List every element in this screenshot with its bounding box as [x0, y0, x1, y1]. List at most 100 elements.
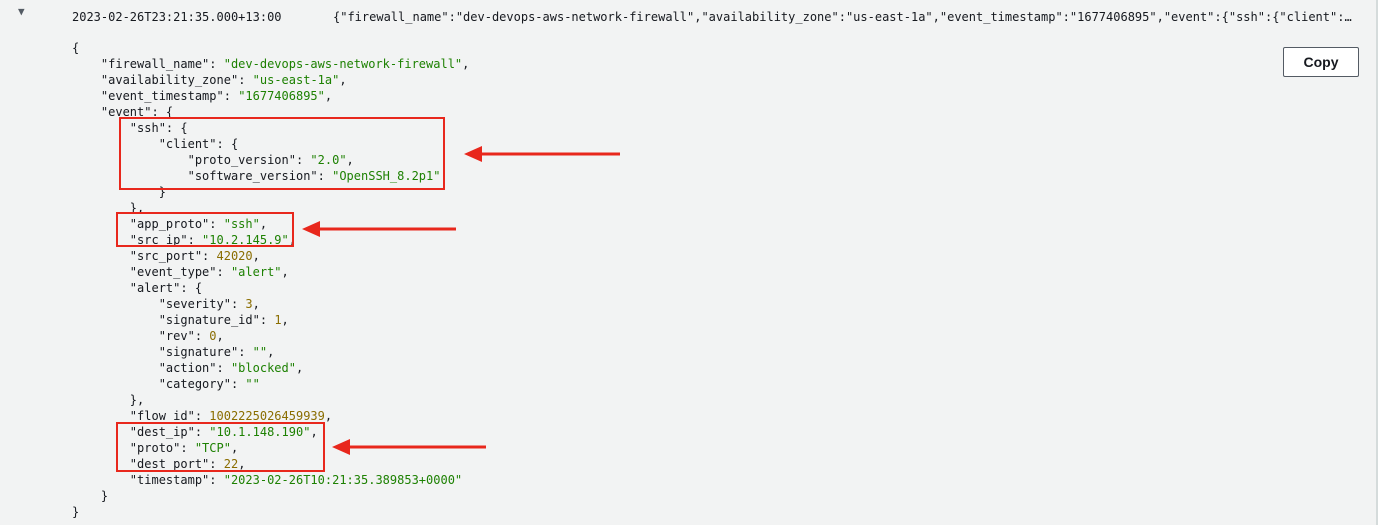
- json-punctuation: [72, 73, 101, 87]
- json-punctuation: [72, 249, 130, 263]
- json-punctuation: ,: [346, 153, 354, 167]
- json-line: "category": "": [72, 376, 469, 392]
- highlight-box-ssh: [119, 117, 445, 190]
- json-punctuation: :: [230, 297, 246, 311]
- json-line: "rev": 0,: [72, 328, 469, 344]
- json-line: },: [72, 392, 469, 408]
- json-key: "event_timestamp": [100, 89, 224, 103]
- caret-down-icon[interactable]: ▼: [18, 5, 25, 18]
- json-punctuation: :: [259, 313, 275, 327]
- json-punctuation: :: [223, 89, 239, 103]
- json-string-value: "alert": [230, 265, 282, 279]
- json-key: "src_port": [129, 249, 203, 263]
- json-string-value: "dev-devops-aws-network-firewall": [223, 57, 463, 71]
- json-punctuation: [72, 409, 130, 423]
- json-punctuation: :: [194, 425, 210, 439]
- json-line: }: [72, 184, 469, 200]
- json-number-value: 22: [223, 457, 239, 471]
- json-line: "dest_ip": "10.1.148.190",: [72, 424, 469, 440]
- json-punctuation: :: [209, 457, 224, 471]
- json-punctuation: :: [230, 377, 246, 391]
- json-string-value: "2023-02-26T10:21:35.389853+0000": [223, 473, 463, 487]
- json-punctuation: : {: [180, 281, 203, 295]
- json-line: "signature": "",: [72, 344, 469, 360]
- json-key: "rev": [158, 329, 195, 343]
- json-punctuation: :: [216, 361, 231, 375]
- json-string-value: "ssh": [223, 217, 260, 231]
- json-number-value: 1: [274, 313, 282, 327]
- json-key: "signature": [158, 345, 239, 359]
- json-punctuation: ,: [324, 89, 333, 103]
- json-key: "software_version": [187, 169, 318, 183]
- arrow-icon-ssh: [464, 146, 620, 162]
- copy-button[interactable]: Copy: [1283, 47, 1359, 77]
- json-key: "severity": [158, 297, 231, 311]
- json-punctuation: }: [72, 489, 109, 503]
- json-line: "signature_id": 1,: [72, 312, 469, 328]
- json-key: "firewall_name": [100, 57, 210, 71]
- json-line: },: [72, 200, 469, 216]
- json-line: "severity": 3,: [72, 296, 469, 312]
- json-line: }: [72, 504, 469, 520]
- json-punctuation: },: [72, 393, 145, 407]
- json-punctuation: }: [72, 505, 80, 519]
- log-message-preview: {"firewall_name":"dev-devops-aws-network…: [333, 10, 1352, 24]
- json-key: "client": [158, 137, 217, 151]
- highlight-box-dest: [116, 422, 325, 472]
- json-punctuation: :: [238, 345, 253, 359]
- json-punctuation: [72, 313, 159, 327]
- json-line: "app_proto": "ssh",: [72, 216, 469, 232]
- json-string-value: "10.2.145.9": [202, 233, 289, 247]
- json-punctuation: [72, 473, 130, 487]
- json-number-value: 3: [245, 297, 253, 311]
- json-key: "alert": [129, 281, 181, 295]
- json-line: "timestamp": "2023-02-26T10:21:35.389853…: [72, 472, 469, 488]
- json-punctuation: ,: [252, 249, 260, 263]
- json-key: "app_proto": [129, 217, 210, 231]
- arrow-icon-dest: [332, 439, 486, 455]
- json-punctuation: ,: [267, 345, 275, 359]
- json-punctuation: {: [72, 41, 80, 55]
- json-punctuation: :: [194, 329, 210, 343]
- json-punctuation: : {: [216, 137, 239, 151]
- log-timestamp: 2023-02-26T23:21:35.000+13:00: [72, 10, 282, 24]
- json-key: "availability_zone": [100, 73, 239, 87]
- json-punctuation: ,: [462, 57, 470, 71]
- json-line: "ssh": {: [72, 120, 469, 136]
- json-line: "event": {: [72, 104, 469, 120]
- json-punctuation: [72, 345, 159, 359]
- json-line: "event_timestamp": "1677406895",: [72, 88, 469, 104]
- json-punctuation: :: [202, 249, 217, 263]
- json-line: "action": "blocked",: [72, 360, 469, 376]
- json-punctuation: :: [209, 473, 224, 487]
- json-punctuation: ,: [310, 425, 318, 439]
- json-line: "src_port": 42020,: [72, 248, 469, 264]
- json-punctuation: :: [209, 57, 224, 71]
- json-punctuation: [72, 377, 159, 391]
- json-string-value: "TCP": [194, 441, 231, 455]
- json-key: "action": [158, 361, 217, 375]
- json-punctuation: [72, 281, 130, 295]
- json-line: "proto": "TCP",: [72, 440, 469, 456]
- json-number-value: 0: [209, 329, 217, 343]
- json-punctuation: ,: [324, 409, 333, 423]
- json-punctuation: },: [72, 201, 145, 215]
- json-string-value: "us-east-1a": [252, 73, 340, 87]
- json-punctuation: }: [72, 185, 166, 199]
- json-punctuation: [72, 329, 159, 343]
- json-line: "alert": {: [72, 280, 469, 296]
- json-key: "ssh": [129, 121, 166, 135]
- json-punctuation: ,: [295, 361, 304, 375]
- json-line: "client": {: [72, 136, 469, 152]
- json-punctuation: :: [317, 169, 333, 183]
- json-punctuation: [72, 297, 159, 311]
- json-punctuation: ,: [339, 73, 347, 87]
- log-event-row[interactable]: ▼ 2023-02-26T23:21:35.000+13:00 {"firewa…: [0, 0, 1378, 36]
- json-line: }: [72, 488, 469, 504]
- json-punctuation: ,: [259, 217, 268, 231]
- json-key: "event_type": [129, 265, 217, 279]
- json-line: "availability_zone": "us-east-1a",: [72, 72, 469, 88]
- json-punctuation: :: [209, 217, 224, 231]
- scroll-edge: [1376, 0, 1378, 525]
- json-string-value: "OpenSSH_8.2p1": [332, 169, 441, 183]
